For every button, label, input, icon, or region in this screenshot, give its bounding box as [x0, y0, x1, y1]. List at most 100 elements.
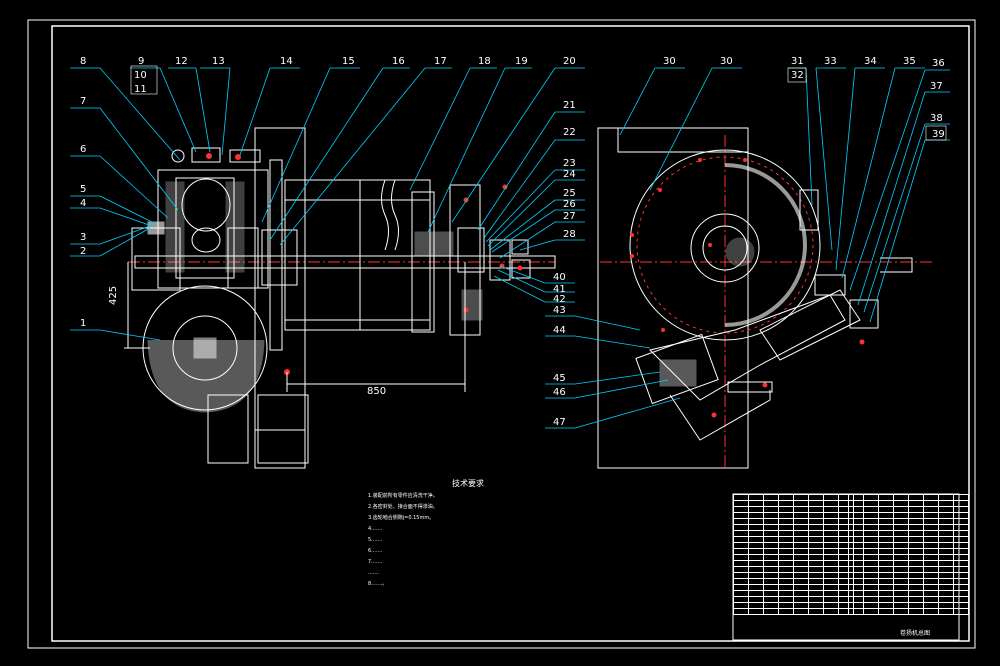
leader-lines — [70, 67, 950, 429]
balloon-19: 19 — [515, 56, 528, 67]
parts-list-row — [733, 572, 854, 579]
front-view — [124, 127, 556, 469]
balloon-3: 3 — [80, 232, 86, 243]
balloon-47: 47 — [553, 417, 566, 428]
side-view — [597, 127, 935, 470]
title-block-label: 卷扬机总图 — [900, 630, 931, 637]
balloon-38: 38 — [930, 113, 943, 124]
parts-list-row — [733, 560, 854, 567]
balloon-34: 34 — [864, 56, 877, 67]
parts-list-row — [848, 572, 969, 579]
balloon-30b: 30 — [720, 56, 733, 67]
balloon-24: 24 — [563, 169, 576, 180]
dimension-length: 850 — [367, 386, 386, 397]
balloon-31: 31 — [791, 56, 804, 67]
balloon-7: 7 — [80, 96, 86, 107]
balloon-40: 40 — [553, 272, 566, 283]
balloon-28: 28 — [563, 229, 576, 240]
technical-notes: 技术要求 1.装配前所有零件应清洗干净。 2.各密封处、接合面不得渗油。 3.齿… — [368, 478, 568, 590]
note-line: 5....... — [368, 537, 383, 543]
parts-list-right — [848, 494, 969, 615]
balloon-39: 39 — [932, 129, 945, 140]
note-line: 6....... — [368, 548, 383, 554]
parts-list-cell — [878, 608, 894, 615]
balloon-26: 26 — [563, 199, 576, 210]
balloon-13: 13 — [212, 56, 225, 67]
parts-list-row — [733, 554, 854, 561]
parts-list-cell — [808, 608, 824, 615]
balloon-1: 1 — [80, 318, 86, 329]
parts-list-row — [848, 590, 969, 597]
parts-list-row — [848, 608, 969, 615]
balloon-37: 37 — [930, 81, 943, 92]
parts-list-cell — [893, 608, 909, 615]
parts-list-cell — [793, 608, 809, 615]
inner-border — [51, 25, 970, 642]
balloon-30a: 30 — [663, 56, 676, 67]
balloon-43: 43 — [553, 305, 566, 316]
parts-list-cell — [763, 608, 779, 615]
balloon-46: 46 — [553, 387, 566, 398]
balloon-labels: 8 9 10 11 12 13 14 15 16 17 18 19 20 7 6… — [80, 56, 945, 428]
balloon-36: 36 — [932, 58, 945, 69]
balloon-5: 5 — [80, 184, 86, 195]
balloon-8: 8 — [80, 56, 86, 67]
parts-list-row — [733, 596, 854, 603]
balloon-box-32 — [787, 67, 807, 83]
note-line: 4....... — [368, 526, 383, 532]
balloon-stack-box — [130, 65, 158, 95]
parts-list-row — [848, 500, 969, 507]
outer-border — [27, 19, 976, 649]
balloon-15: 15 — [342, 56, 355, 67]
notes-title: 技术要求 — [452, 479, 484, 488]
balloon-23: 23 — [563, 158, 576, 169]
balloon-42: 42 — [553, 294, 566, 305]
parts-list-cell — [778, 608, 794, 615]
balloon-12: 12 — [175, 56, 188, 67]
balloon-box-39 — [925, 125, 947, 141]
balloon-16: 16 — [392, 56, 405, 67]
parts-list-cell — [823, 608, 839, 615]
balloon-44: 44 — [553, 325, 566, 336]
parts-list-row — [733, 608, 854, 615]
balloon-9: 9 — [138, 56, 144, 67]
balloon-22: 22 — [563, 127, 576, 138]
balloon-4: 4 — [80, 198, 86, 209]
parts-list-cell — [908, 608, 924, 615]
parts-list-left — [733, 494, 854, 615]
balloon-45: 45 — [553, 373, 566, 384]
balloon-14: 14 — [280, 56, 293, 67]
balloon-6: 6 — [80, 144, 86, 155]
parts-list-cell — [938, 608, 954, 615]
balloon-17: 17 — [434, 56, 447, 67]
balloon-18: 18 — [478, 56, 491, 67]
parts-list-cell — [748, 608, 764, 615]
note-line: 8.......。 — [368, 581, 388, 587]
parts-list-cell — [863, 608, 879, 615]
parts-list-cell — [848, 608, 864, 615]
balloon-10: 10 — [134, 70, 147, 81]
note-line: 2.各密封处、接合面不得渗油。 — [368, 504, 438, 510]
parts-list-cell — [953, 608, 969, 615]
parts-list-cell — [733, 608, 749, 615]
balloon-33: 33 — [824, 56, 837, 67]
balloon-2: 2 — [80, 246, 86, 257]
parts-list-row — [733, 578, 854, 585]
balloon-21: 21 — [563, 100, 576, 111]
parts-list-row — [733, 536, 854, 543]
balloon-20: 20 — [563, 56, 576, 67]
balloon-35: 35 — [903, 56, 916, 67]
note-line: 7....... — [368, 559, 383, 565]
parts-list-row — [733, 602, 854, 609]
note-line: 1.装配前所有零件应清洗干净。 — [368, 493, 438, 499]
balloon-27: 27 — [563, 211, 576, 222]
parts-list-cell — [923, 608, 939, 615]
dimension-height: 425 — [108, 286, 119, 305]
balloon-11: 11 — [134, 84, 147, 95]
balloon-32: 32 — [791, 70, 804, 81]
balloon-25: 25 — [563, 188, 576, 199]
balloon-41: 41 — [553, 284, 566, 295]
parts-list-row — [848, 506, 969, 513]
note-line: 3.齿轮啮合侧隙j=0.15mm。 — [368, 515, 435, 521]
